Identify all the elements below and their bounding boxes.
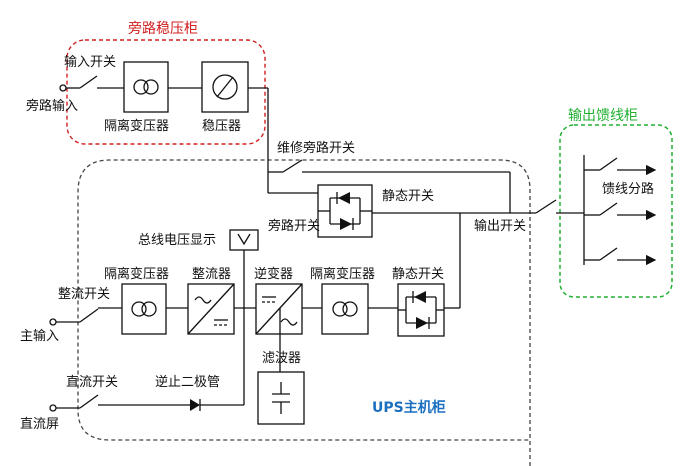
rectifier-label: 整流器 bbox=[192, 267, 231, 282]
inverter-block bbox=[255, 283, 303, 335]
maintenance-bypass-switch-label: 维修旁路开关 bbox=[277, 140, 355, 156]
bypass-cabinet-label: 旁路稳压柜 bbox=[128, 20, 198, 37]
main-input-line bbox=[49, 307, 460, 326]
main-isolation-transformer bbox=[121, 283, 167, 335]
output-switch-label: 输出开关 bbox=[474, 218, 526, 234]
blocking-diode-label: 逆止二极管 bbox=[155, 374, 220, 390]
bus-voltage-display-label: 总线电压显示 bbox=[138, 233, 216, 248]
main-transformer-label: 隔离变压器 bbox=[104, 266, 169, 282]
bypass-transformer-label: 隔离变压器 bbox=[104, 118, 169, 134]
bypass-static-switch bbox=[317, 184, 373, 238]
bypass-cabinet-enclosure bbox=[66, 39, 266, 145]
regulator-block bbox=[201, 61, 249, 113]
output-line bbox=[459, 199, 584, 308]
feeder-cabinet-enclosure bbox=[559, 124, 673, 298]
rectifier-block bbox=[187, 283, 235, 335]
main-input-label: 主输入 bbox=[20, 328, 59, 344]
feeder-cabinet-label: 输出馈线柜 bbox=[568, 108, 638, 124]
static-switch-label: 静态开关 bbox=[382, 189, 434, 204]
feeder-branch-label: 馈线分路 bbox=[602, 181, 654, 197]
bypass-isolation-transformer bbox=[123, 61, 169, 113]
input-switch-label: 输入开关 bbox=[64, 54, 116, 70]
rectifier-switch-label: 整流开关 bbox=[58, 287, 110, 302]
dc-input-line bbox=[49, 308, 245, 412]
bypass-switch-label: 旁路开关 bbox=[268, 218, 320, 234]
main-static-switch bbox=[397, 283, 445, 337]
maintenance-bypass-line bbox=[268, 159, 511, 213]
dc-switch-label: 直流开关 bbox=[66, 375, 118, 390]
regulator-label: 稳压器 bbox=[202, 118, 241, 134]
bypass-input-label: 旁路输入 bbox=[26, 98, 78, 114]
filter-label: 滤波器 bbox=[262, 351, 301, 366]
feeder-branches bbox=[583, 155, 657, 266]
dc-screen-label: 直流屏 bbox=[20, 417, 59, 432]
bypass-input-line bbox=[59, 75, 318, 194]
ups-cabinet-enclosure bbox=[77, 159, 531, 466]
inverter-label: 逆变器 bbox=[254, 266, 293, 282]
filter-block bbox=[257, 308, 305, 425]
ups-cabinet-label: UPS主机柜 bbox=[372, 399, 446, 416]
bus-voltage-display bbox=[229, 229, 259, 308]
inverter-transformer-label: 隔离变压器 bbox=[310, 266, 375, 282]
main-static-switch-label: 静态开关 bbox=[392, 267, 444, 282]
inverter-isolation-transformer bbox=[321, 283, 369, 335]
